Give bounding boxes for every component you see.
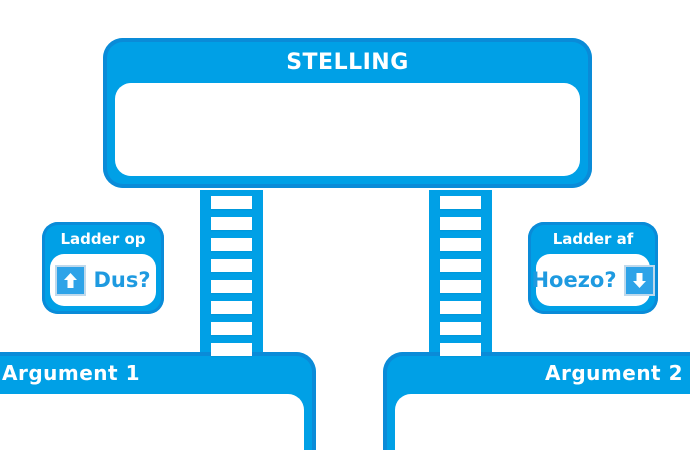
argument-title-2: Argument 2 [545,361,683,385]
ladder-left [200,190,263,362]
ladder-rail-right [482,190,492,362]
proposition-card[interactable]: STELLING [103,38,592,188]
ladder-rung [211,322,252,335]
ladder-up-label: Dus? [93,268,151,292]
ladder-rung [440,259,481,272]
ladder-rung [440,301,481,314]
ladder-rung [211,196,252,209]
ladder-up-card[interactable]: Ladder op Dus? [42,222,164,314]
ladder-rail-left [429,190,439,362]
arrow-down-icon [623,264,655,296]
ladder-rung [440,217,481,230]
argument-input-1[interactable] [0,394,304,450]
ladder-rung [440,280,481,293]
ladder-rail-right [253,190,263,362]
ladder-down-card[interactable]: Ladder af Hoezo? [528,222,658,314]
ladder-rung [211,259,252,272]
proposition-title: STELLING [286,50,409,75]
ladder-rung [440,322,481,335]
argument-title-1: Argument 1 [2,361,140,385]
ladder-rung [440,238,481,251]
proposition-input[interactable] [115,83,580,176]
ladder-down-label: Hoezo? [531,268,617,292]
ladder-rung [211,217,252,230]
argument-input-2[interactable] [395,394,690,450]
arrow-up-icon [55,264,87,296]
ladder-up-title: Ladder op [60,230,146,248]
ladder-rung [440,343,481,356]
ladder-rung [440,196,481,209]
argument-card-1[interactable]: Argument 1 [0,352,316,450]
ladder-rung [211,301,252,314]
ladder-down-title: Ladder af [552,230,634,248]
ladder-right [429,190,492,362]
ladder-rung [211,343,252,356]
ladder-rung [211,238,252,251]
ladder-rail-left [200,190,210,362]
ladder-rung [211,280,252,293]
ladder-down-body[interactable]: Hoezo? [531,254,655,306]
argument-card-2[interactable]: Argument 2 [383,352,690,450]
ladder-up-body[interactable]: Dus? [50,254,156,306]
